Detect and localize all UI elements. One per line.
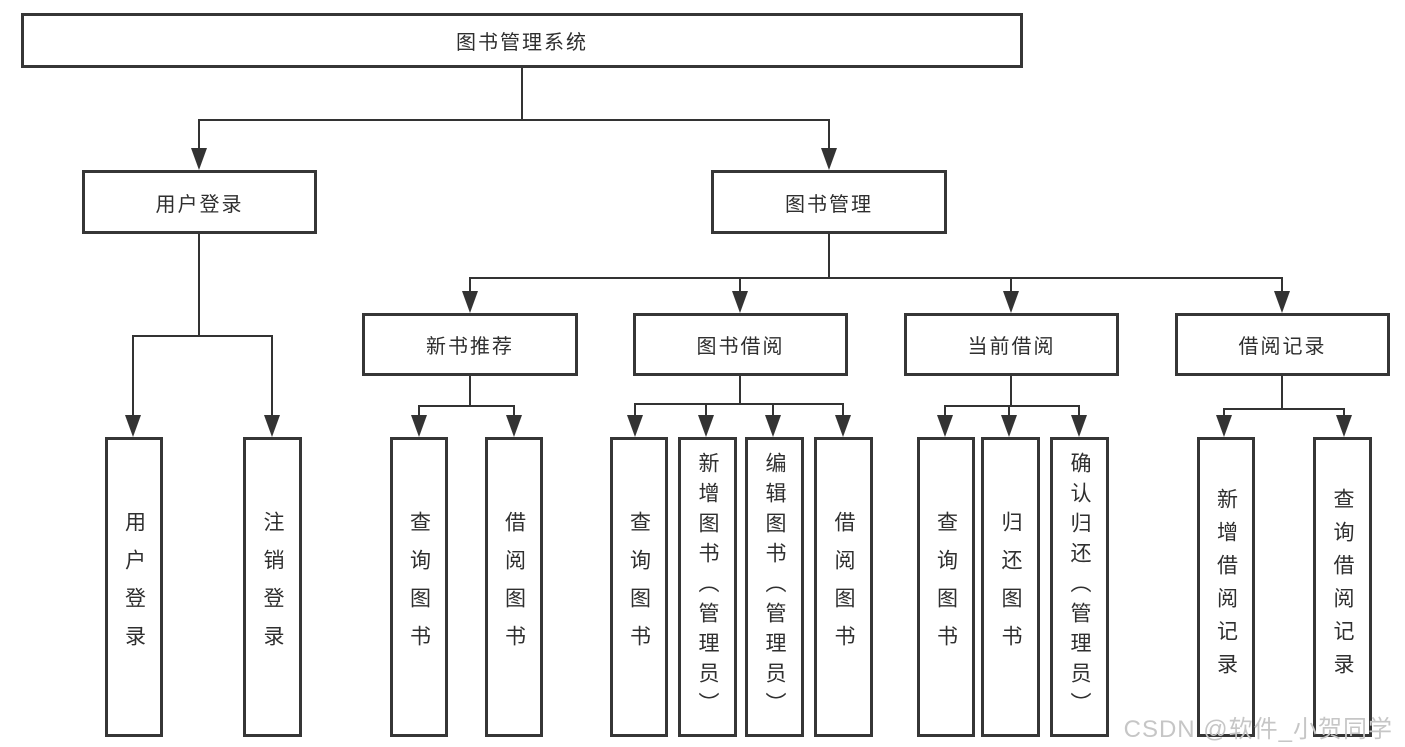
connector-line xyxy=(469,277,471,293)
node-book-management: 图书管理 xyxy=(711,170,947,234)
arrowhead-down-icon xyxy=(1336,415,1352,437)
arrowhead-down-icon xyxy=(125,415,141,437)
leaf-borrow-books-recommend: 借阅图书 xyxy=(485,437,543,737)
leaf-return-books: 归还图书 xyxy=(981,437,1040,737)
connector-line xyxy=(132,335,134,417)
connector-line xyxy=(521,68,523,119)
arrowhead-down-icon xyxy=(627,415,643,437)
connector-line xyxy=(1223,408,1225,417)
connector-line xyxy=(513,405,515,417)
leaf-user-login: 用户登录 xyxy=(105,437,163,737)
node-label: 当前借阅 xyxy=(967,336,1056,358)
leaf-add-books-admin: 新增图书（管理员） xyxy=(678,437,737,737)
connector-line xyxy=(1281,376,1283,408)
node-label: 借阅图书 xyxy=(832,511,855,663)
node-label: 查询借阅记录 xyxy=(1331,488,1354,686)
node-borrow-records: 借阅记录 xyxy=(1175,313,1390,376)
connector-line xyxy=(1078,405,1080,417)
node-label: 确认归还（管理员） xyxy=(1068,452,1091,722)
connector-line xyxy=(1223,408,1345,410)
connector-line xyxy=(1343,408,1345,417)
node-label: 新增图书（管理员） xyxy=(696,452,719,722)
node-label: 注销登录 xyxy=(261,511,284,663)
connector-line xyxy=(944,405,1080,407)
node-user-login: 用户登录 xyxy=(82,170,317,234)
connector-line xyxy=(705,403,707,417)
arrowhead-down-icon xyxy=(937,415,953,437)
node-label: 归还图书 xyxy=(999,511,1022,663)
node-label: 借阅记录 xyxy=(1238,336,1327,358)
connector-line xyxy=(739,277,741,293)
connector-line xyxy=(944,405,946,417)
arrowhead-down-icon xyxy=(1274,291,1290,313)
leaf-confirm-return-admin: 确认归还（管理员） xyxy=(1050,437,1109,737)
arrowhead-down-icon xyxy=(821,148,837,170)
connector-line xyxy=(1008,405,1010,417)
connector-line xyxy=(772,403,774,417)
leaf-query-books-borrowing: 查询图书 xyxy=(610,437,668,737)
node-label: 用户登录 xyxy=(155,193,244,216)
leaf-query-books-recommend: 查询图书 xyxy=(390,437,448,737)
leaf-borrow-books: 借阅图书 xyxy=(814,437,873,737)
node-label: 借阅图书 xyxy=(502,511,526,663)
connector-line xyxy=(469,376,471,405)
connector-line xyxy=(1010,376,1012,405)
arrowhead-down-icon xyxy=(1001,415,1017,437)
connector-line xyxy=(469,277,1283,279)
connector-line xyxy=(198,233,200,335)
arrowhead-down-icon xyxy=(264,415,280,437)
node-label: 查询图书 xyxy=(627,511,651,663)
connector-line xyxy=(271,335,273,417)
arrowhead-down-icon xyxy=(506,415,522,437)
node-label: 用户登录 xyxy=(122,511,146,663)
leaf-add-borrow-record: 新增借阅记录 xyxy=(1197,437,1255,737)
node-label: 图书管理系统 xyxy=(456,32,588,54)
arrowhead-down-icon xyxy=(732,291,748,313)
connector-line xyxy=(418,405,515,407)
leaf-edit-books-admin: 编辑图书（管理员） xyxy=(745,437,804,737)
node-label: 查询图书 xyxy=(934,511,958,663)
connector-line xyxy=(842,403,844,417)
node-new-book-recommend: 新书推荐 xyxy=(362,313,578,376)
arrowhead-down-icon xyxy=(462,291,478,313)
connector-line xyxy=(828,119,830,150)
arrowhead-down-icon xyxy=(765,415,781,437)
arrowhead-down-icon xyxy=(1216,415,1232,437)
connector-line xyxy=(634,403,636,417)
node-label: 编辑图书（管理员） xyxy=(763,452,786,722)
node-label: 图书借阅 xyxy=(696,336,785,358)
connector-line xyxy=(198,119,830,121)
arrowhead-down-icon xyxy=(698,415,714,437)
connector-line xyxy=(132,335,273,337)
connector-line xyxy=(418,405,420,417)
node-root: 图书管理系统 xyxy=(21,13,1023,68)
leaf-logout: 注销登录 xyxy=(243,437,302,737)
node-book-borrowing: 图书借阅 xyxy=(633,313,848,376)
node-label: 图书管理 xyxy=(785,193,873,216)
connector-line xyxy=(198,119,200,150)
leaf-query-books-current: 查询图书 xyxy=(917,437,975,737)
node-label: 新增借阅记录 xyxy=(1214,488,1238,686)
arrowhead-down-icon xyxy=(191,148,207,170)
node-label: 查询图书 xyxy=(407,511,431,663)
connector-line xyxy=(828,234,830,277)
leaf-query-borrow-record: 查询借阅记录 xyxy=(1313,437,1372,737)
arrowhead-down-icon xyxy=(1003,291,1019,313)
arrowhead-down-icon xyxy=(411,415,427,437)
connector-line xyxy=(1281,277,1283,293)
connector-line xyxy=(634,403,844,405)
watermark: CSDN @软件_小贺同学 xyxy=(1123,716,1393,743)
node-current-borrowing: 当前借阅 xyxy=(904,313,1119,376)
connector-line xyxy=(1010,277,1012,293)
node-label: 新书推荐 xyxy=(426,336,514,358)
connector-line xyxy=(739,376,741,403)
arrowhead-down-icon xyxy=(835,415,851,437)
arrowhead-down-icon xyxy=(1071,415,1087,437)
